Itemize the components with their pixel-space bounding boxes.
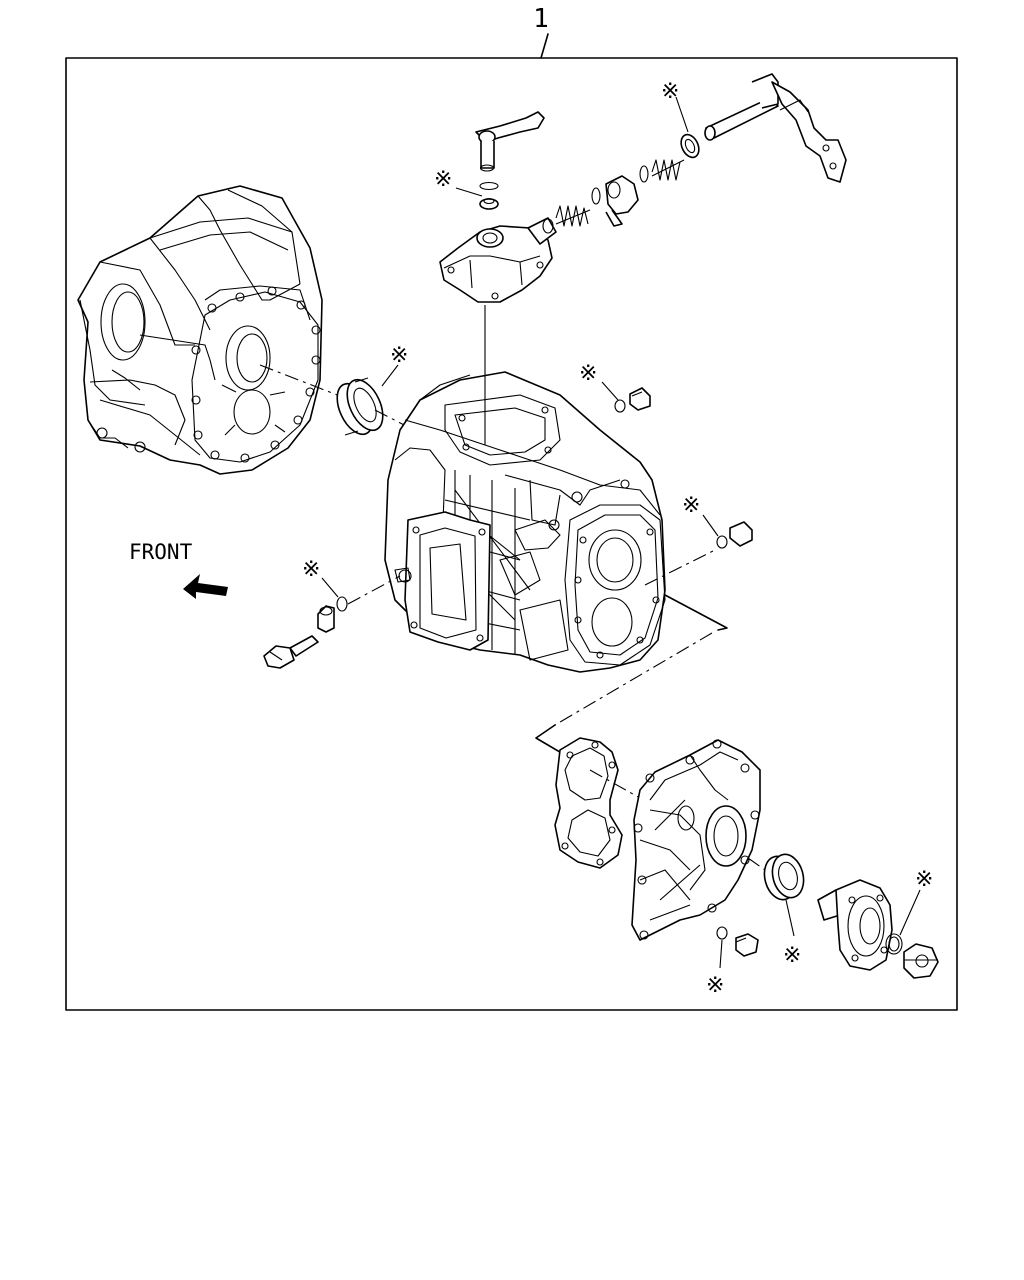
shift-washer-1 [591, 187, 601, 205]
flange-o-ring [885, 933, 903, 955]
case-plug-top [629, 387, 651, 411]
rear-plug-o-ring [716, 926, 728, 940]
shaft-oil-seal [680, 133, 700, 159]
shift-lever-arm [475, 111, 545, 172]
replacement-mark-front-bolt: ※ [302, 557, 320, 582]
shift-shaft-bracket [704, 73, 847, 183]
rear-housing-gasket [554, 737, 623, 869]
output-flange [817, 879, 893, 971]
replacement-mark-right-plug: ※ [682, 493, 700, 518]
replacement-mark-lever-seal: ※ [434, 167, 452, 192]
rear-oil-seal [763, 853, 805, 901]
shift-lever-seal [479, 181, 499, 210]
replacement-mark-front-seal: ※ [390, 343, 408, 368]
flange-lock-nut [903, 943, 939, 979]
replacement-mark-flange-o-ring: ※ [915, 867, 933, 892]
front-bolt-sleeve [317, 605, 335, 633]
transmission-case [384, 371, 666, 673]
shift-spring-2 [651, 159, 685, 181]
replacement-mark-shaft-seal: ※ [661, 79, 679, 104]
front-bolt-o-ring [336, 596, 348, 612]
shift-detent-block [605, 175, 639, 227]
replacement-mark-rear-seal: ※ [783, 943, 801, 968]
replacement-mark-top-plug: ※ [579, 361, 597, 386]
case-plug-o-ring-right [716, 535, 728, 549]
rear-plug [735, 933, 759, 957]
replacement-mark-rear-plug: ※ [706, 973, 724, 998]
case-plug-o-ring-top [614, 399, 626, 413]
diagram-frame [65, 57, 958, 1011]
shift-cover-housing [439, 217, 557, 303]
clutch-housing [77, 185, 323, 475]
shift-spring-1 [555, 205, 591, 227]
front-arrow-icon [183, 574, 228, 599]
front-label: FRONT [129, 540, 193, 564]
front-bolt [263, 635, 319, 669]
rear-extension-housing [631, 739, 761, 941]
shift-washer-2 [639, 165, 649, 183]
case-plug-right [729, 521, 753, 547]
assembly-callout-number: 1 [533, 4, 549, 34]
replacement-marks: ※ ※ ※ ※ ※ ※ ※ ※ ※ [302, 79, 933, 998]
front-oil-seal [336, 377, 384, 436]
assembly-callout-leader [540, 33, 549, 59]
